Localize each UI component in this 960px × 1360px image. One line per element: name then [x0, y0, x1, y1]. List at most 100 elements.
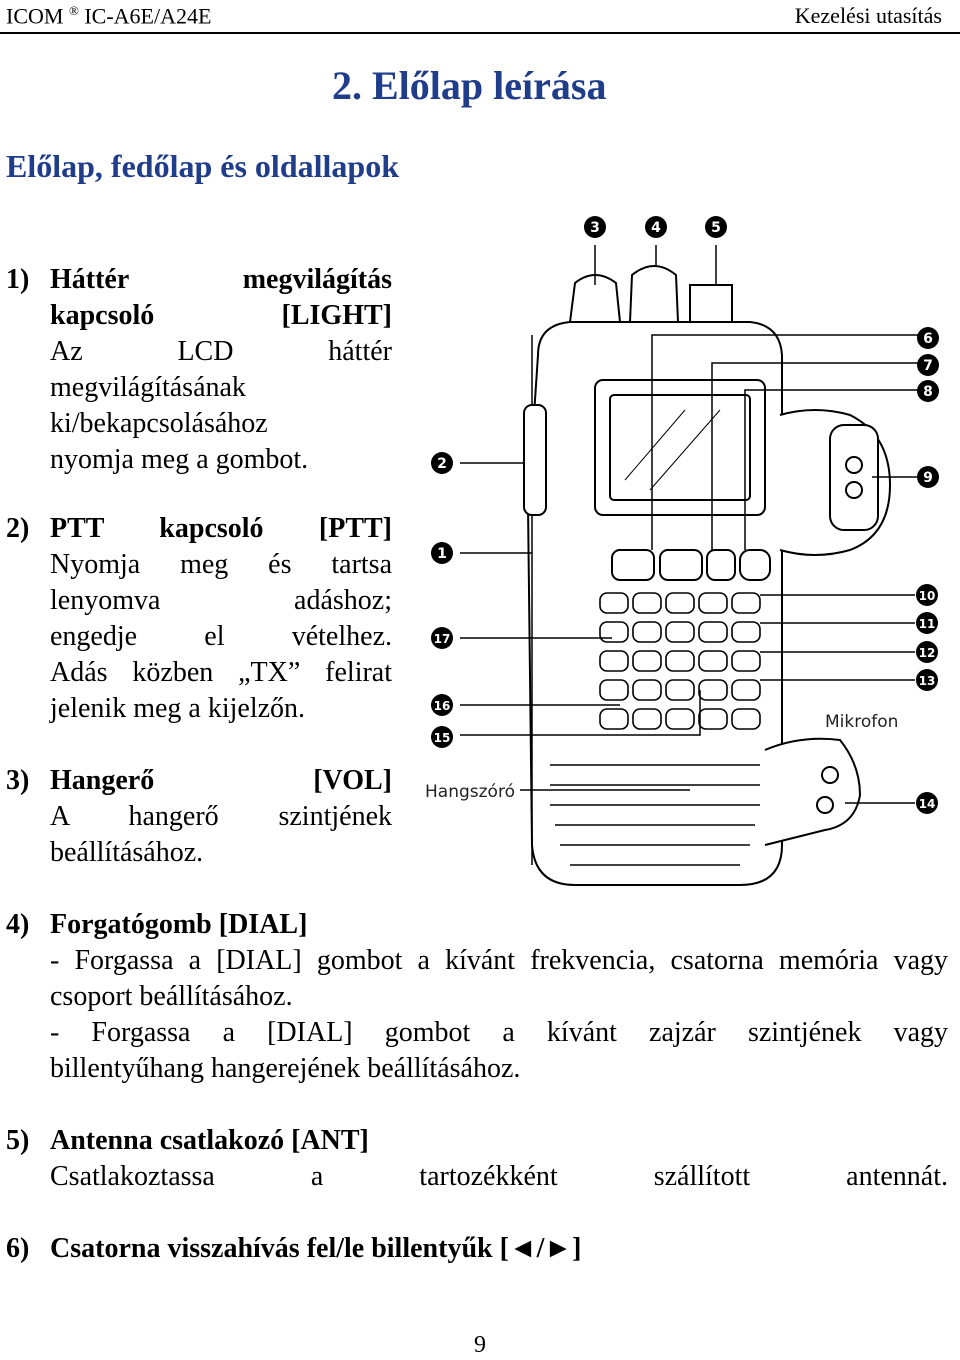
keypad-key [665, 708, 695, 730]
svg-text:13: 13 [919, 674, 936, 688]
radio-drawing: 3 4 5 6 7 8 9 2 1 17 16 15 10 11 12 13 1… [425, 216, 939, 886]
keypad-key [698, 708, 728, 730]
item-2-head: 2)PTT kapcsoló [PTT] [6, 513, 392, 544]
keypad-key [632, 708, 662, 730]
callout-7: 7 [917, 354, 939, 376]
keypad-key [698, 650, 728, 672]
leader-lines [460, 245, 925, 804]
item-1: 1)Háttér megvilágítás kapcsoló [LIGHT] A… [6, 262, 392, 478]
svg-text:5: 5 [711, 220, 721, 236]
brand-name: ICOM [6, 3, 64, 29]
callout-17: 17 [431, 627, 453, 649]
item-4: 4)Forgatógomb [DIAL] - Forgassa a [DIAL]… [6, 907, 948, 1087]
svg-text:9: 9 [923, 470, 933, 486]
callout-5: 5 [705, 216, 727, 238]
svg-text:16: 16 [434, 699, 451, 713]
item-2-line: lenyomva adáshoz; [50, 585, 392, 616]
item-1-line: Az LCD háttér [50, 336, 392, 367]
keypad-drawing [599, 592, 761, 730]
ptt-side-button-drawing [523, 404, 547, 516]
svg-text:11: 11 [919, 617, 936, 631]
svg-text:8: 8 [923, 384, 933, 400]
item-1-head: 1)Háttér megvilágítás [6, 264, 392, 295]
model-name: IC-A6E/A24E [84, 3, 212, 29]
item-5-head: 5)Antenna csatlakozó [ANT] [6, 1125, 369, 1156]
keypad-key [731, 621, 761, 643]
page-number: 9 [474, 1332, 486, 1358]
keypad-key [599, 708, 629, 730]
item-2-line: jelenik meg a kijelzőn. [50, 693, 306, 724]
small-key-drawing [706, 549, 736, 581]
svg-text:7: 7 [923, 358, 933, 374]
svg-text:2: 2 [437, 456, 447, 472]
svg-text:1: 1 [437, 546, 447, 562]
speaker-jack-panel-drawing [764, 737, 862, 846]
svg-text:3: 3 [590, 220, 600, 236]
mic-label: Mikrofon [825, 712, 898, 732]
item-2-line: engedje el vételhez. [50, 621, 392, 652]
item-4-line: csoport beállításához. [50, 981, 293, 1012]
keypad-key [665, 592, 695, 614]
header-model: ICOM ® IC-A6E/A24E [6, 3, 211, 29]
callout-8: 8 [917, 380, 939, 402]
keypad-key [632, 650, 662, 672]
item-4-line: billentyűhang hangerejének beállításához… [50, 1053, 521, 1084]
keypad-key [731, 679, 761, 701]
registered-mark: ® [68, 3, 79, 18]
item-3-line: beállításához. [50, 837, 204, 868]
light-key-drawing [739, 549, 771, 581]
callout-3: 3 [584, 216, 606, 238]
display-drawing [594, 379, 766, 516]
item-4-line: - Forgassa a [DIAL] gombot a kívánt frek… [50, 945, 948, 976]
keypad-key [665, 679, 695, 701]
channel-down-key-drawing [611, 549, 655, 581]
callout-9: 9 [917, 466, 939, 488]
keypad-key [731, 592, 761, 614]
radio-diagram: 3 4 5 6 7 8 9 2 1 17 16 15 10 11 12 13 1… [420, 205, 950, 895]
dial-knob-drawing [628, 265, 680, 323]
item-4-line: - Forgassa a [DIAL] gombot a kívánt zajz… [50, 1017, 948, 1048]
keypad-key [731, 650, 761, 672]
svg-text:10: 10 [919, 589, 936, 603]
callout-1: 1 [431, 542, 453, 564]
keypad-key [599, 650, 629, 672]
callout-2: 2 [431, 452, 453, 474]
keypad-key [599, 592, 629, 614]
keypad-key [665, 650, 695, 672]
keypad-key [632, 621, 662, 643]
item-6-head: 6)Csatorna visszahívás fel/le billentyűk… [6, 1233, 582, 1264]
svg-text:4: 4 [651, 220, 661, 236]
item-3-line: A hangerő szintjének [50, 801, 392, 832]
keypad-key [698, 621, 728, 643]
antenna-connector-drawing [689, 284, 733, 323]
speaker-label: Hangszóró [425, 782, 515, 802]
page-title: 2. Előlap leírása [332, 63, 607, 108]
keypad-key [665, 621, 695, 643]
item-1-line: megvilágításának [50, 372, 246, 403]
item-1-head-2: kapcsoló [LIGHT] [50, 300, 392, 331]
callout-6: 6 [917, 327, 939, 349]
item-5: 5)Antenna csatlakozó [ANT] Csatlakoztass… [6, 1123, 948, 1195]
callout-4: 4 [645, 216, 667, 238]
item-6: 6)Csatorna visszahívás fel/le billentyűk… [6, 1231, 948, 1267]
svg-text:6: 6 [923, 331, 933, 347]
svg-text:17: 17 [434, 632, 451, 646]
keypad-key [698, 679, 728, 701]
item-2-line: Nyomja meg és tartsa [50, 549, 392, 580]
item-5-line: Csatlakoztassa a tartozékként szállított… [50, 1161, 948, 1192]
keypad-key [698, 592, 728, 614]
keypad-key [599, 679, 629, 701]
header-divider [0, 32, 960, 34]
svg-text:12: 12 [919, 646, 936, 660]
item-1-line: nyomja meg a gombot. [50, 444, 309, 475]
keypad-key [632, 679, 662, 701]
callout-13: 13 [916, 669, 938, 691]
callout-16: 16 [431, 694, 453, 716]
channel-up-key-drawing [659, 549, 703, 581]
item-2: 2)PTT kapcsoló [PTT] Nyomja meg és tarts… [6, 511, 392, 727]
callout-14: 14 [916, 792, 938, 814]
callout-15: 15 [431, 726, 453, 748]
section-title: Előlap, fedőlap és oldallapok [6, 148, 399, 184]
callout-10: 10 [916, 584, 938, 606]
keypad-key [632, 592, 662, 614]
